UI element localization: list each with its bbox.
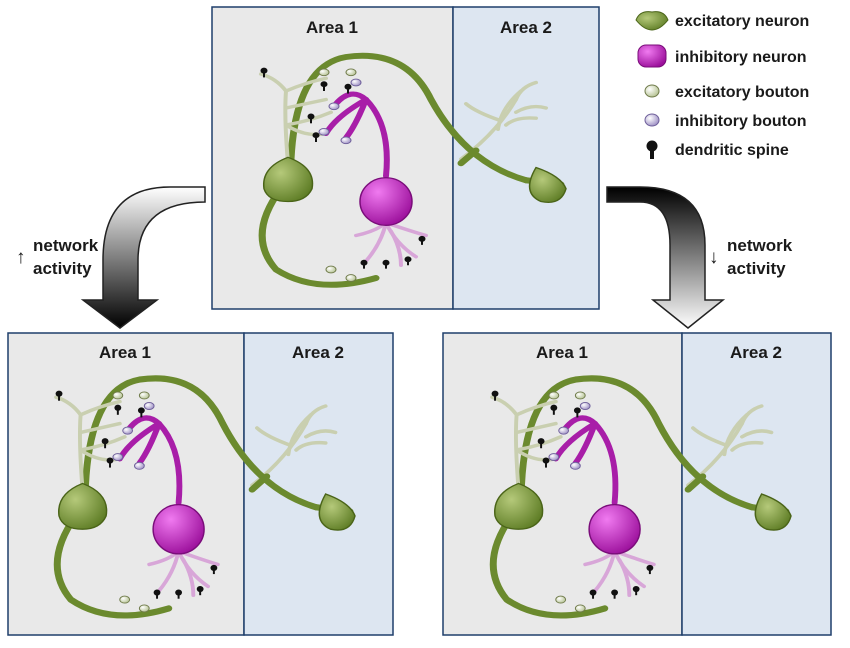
top-area2-box: [452, 6, 600, 310]
left-arrow-label-line1: network: [33, 236, 99, 255]
legend-dendritic-spine: dendritic spine: [675, 142, 789, 159]
decrease-arrow: [606, 186, 726, 329]
increase-arrow: [80, 186, 206, 329]
top-area1-label: Area 1: [306, 18, 358, 37]
right-area1-label: Area 1: [536, 343, 588, 362]
legend-excitatory-bouton: excitatory bouton: [675, 84, 809, 101]
top-panel: Area 1 Area 2: [211, 6, 600, 310]
left-area2-label: Area 2: [292, 343, 344, 362]
legend-excitatory-neuron: excitatory neuron: [675, 13, 809, 30]
right-arrow-label-line2: activity: [727, 259, 786, 278]
excitatory-neuron-icon: [635, 11, 669, 31]
legend-inhibitory-bouton: inhibitory bouton: [675, 113, 807, 130]
down-arrow-icon: ↓: [709, 247, 719, 268]
legend-inhibitory-neuron: inhibitory neuron: [675, 49, 807, 66]
excitatory-bouton-icon: [644, 84, 660, 98]
top-area1-box: [211, 6, 454, 310]
right-arrow-label-line1: network: [727, 236, 793, 255]
dendritic-spine-icon: [646, 140, 658, 159]
left-area1-label: Area 1: [99, 343, 151, 362]
left-arrow-label-line2: activity: [33, 259, 92, 278]
left-panel: Area 1 Area 2: [7, 332, 394, 636]
right-area2-label: Area 2: [730, 343, 782, 362]
top-area2-label: Area 2: [500, 18, 552, 37]
inhibitory-bouton-icon: [644, 113, 660, 127]
right-area1-box: [442, 332, 683, 636]
left-area1-box: [7, 332, 245, 636]
legend: excitatory neuron inhibitory neuron exci…: [635, 11, 809, 159]
up-arrow-icon: ↑: [16, 247, 26, 268]
right-panel: Area 1 Area 2: [442, 332, 832, 636]
inhibitory-neuron-icon: [637, 44, 667, 68]
